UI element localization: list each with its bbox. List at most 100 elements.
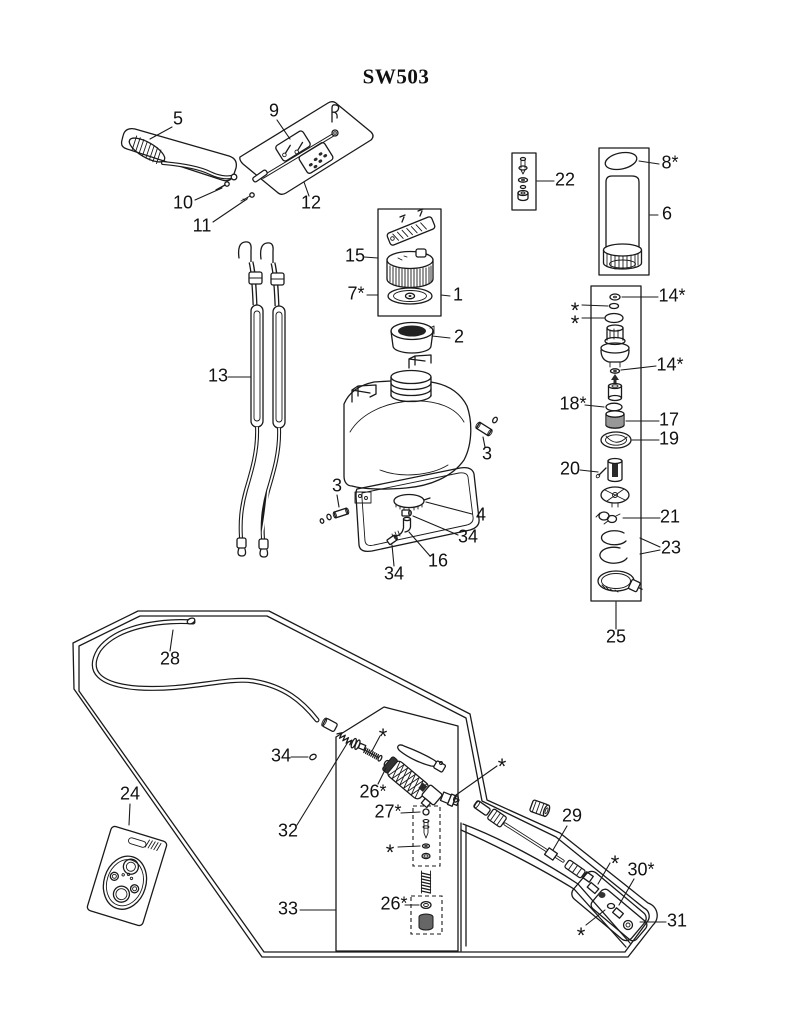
hose-clamp — [597, 570, 643, 593]
strap-mount-right — [408, 354, 432, 369]
mount-plate-12 — [239, 101, 374, 195]
callout-part-34-b: 34 — [383, 563, 405, 584]
valve-spring — [420, 870, 432, 894]
r-clip-pin — [331, 104, 340, 123]
fastener-box-9 — [275, 130, 311, 162]
valve-parts-dashed-box-27 — [412, 805, 441, 867]
callout-part-29: 29 — [561, 805, 583, 826]
suction-hose — [91, 617, 338, 732]
callout-part-34-a: 34 — [457, 526, 479, 547]
leader-lines — [128, 119, 667, 926]
callout-part-18-star: 18* — [559, 393, 587, 414]
oring-small — [608, 302, 620, 310]
callout-part-9: 9 — [268, 100, 280, 121]
callout-part-5: 5 — [172, 108, 184, 129]
pump-head-box-15 — [377, 208, 442, 317]
nozzle-kit-card — [86, 825, 168, 927]
nozzle-tray-inner — [590, 888, 648, 942]
bottom-panel-outline — [72, 610, 658, 958]
hose-oring-34 — [309, 753, 317, 761]
callout-part-7-star: 7* — [347, 283, 365, 304]
tank — [343, 354, 472, 490]
callout-part-25: 25 — [605, 626, 627, 647]
callout-part-24: 24 — [119, 783, 141, 804]
trigger-valve-body — [418, 782, 443, 809]
cylinder-box-6 — [598, 147, 650, 276]
callout-asterisk-e: * — [610, 851, 620, 877]
callout-part-3-left: 3 — [331, 475, 343, 496]
callout-part-17: 17 — [658, 409, 680, 430]
callout-part-2: 2 — [453, 326, 465, 347]
shoulder-strap-left — [236, 241, 264, 557]
fitting-3-right — [475, 416, 498, 437]
callout-part-1: 1 — [452, 284, 464, 305]
pump-valve-assembly — [600, 324, 630, 368]
nozzle-parts — [586, 881, 634, 931]
pump-base-cap-4 — [393, 493, 431, 511]
callout-part-28: 28 — [159, 648, 181, 669]
callout-part-10: 10 — [172, 192, 194, 213]
orientation-arrow — [611, 374, 619, 383]
oring-large — [604, 312, 624, 324]
hole-plate — [298, 142, 334, 174]
barb-fitting-32 — [336, 732, 367, 751]
spray-wand — [473, 800, 594, 883]
c-rings-23 — [599, 530, 628, 564]
threaded-shaft — [363, 747, 383, 762]
callout-part-14-star-a: 14* — [658, 285, 686, 306]
outlet-nut-34-upper — [401, 509, 412, 517]
fitting-3-left — [319, 507, 350, 524]
diagram-title: SW503 — [362, 64, 430, 89]
callout-asterisk-a: * — [570, 298, 580, 324]
callout-part-32: 32 — [277, 820, 299, 841]
callout-part-14-star-b: 14* — [656, 354, 684, 375]
knurled-pump-cap — [386, 248, 434, 289]
callout-part-33: 33 — [277, 898, 299, 919]
strainer-funnel-2 — [390, 321, 435, 354]
valve-kit-box-22 — [511, 152, 537, 211]
cap-parts-dashed-box-26 — [410, 895, 443, 935]
callout-part-16: 16 — [427, 550, 449, 571]
callout-part-12: 12 — [300, 192, 322, 213]
callout-part-31: 31 — [666, 910, 688, 931]
callout-asterisk-g: * — [378, 724, 388, 750]
bracket-screws — [399, 208, 424, 223]
callout-part-23: 23 — [660, 537, 682, 558]
callout-part-21: 21 — [659, 506, 681, 527]
head-bracket — [386, 216, 436, 246]
shoulder-strap-right — [258, 242, 286, 558]
nozzle-tray — [571, 870, 647, 942]
cross-ring — [600, 486, 630, 508]
knurled-nut-17 — [605, 410, 625, 429]
callout-part-26-star-b: 26* — [380, 893, 408, 914]
callout-part-3-right: 3 — [481, 443, 493, 464]
diaphragm-ring-19 — [600, 431, 632, 449]
callout-asterisk-f: * — [576, 923, 586, 949]
clamp-21 — [595, 511, 621, 525]
callout-asterisk-d: * — [497, 754, 507, 780]
washer-14-top — [609, 293, 621, 301]
stack-fitting — [607, 382, 623, 402]
callout-part-26-star-a: 26* — [359, 781, 387, 802]
callout-part-30-star: 30* — [627, 859, 655, 880]
cap-disc-7-1 — [387, 287, 433, 305]
callout-part-4: 4 — [475, 504, 487, 525]
handle-clip-11 — [240, 192, 255, 202]
callout-part-19: 19 — [658, 428, 680, 449]
callout-part-6: 6 — [661, 203, 673, 224]
callout-part-20: 20 — [559, 458, 581, 479]
callout-part-15: 15 — [344, 245, 366, 266]
washer-14-mid — [609, 368, 621, 374]
callout-part-11: 11 — [192, 215, 212, 236]
strap-mount-left — [351, 384, 377, 403]
plunger-20 — [595, 457, 623, 483]
outlet-nut-34-lower — [386, 534, 398, 546]
callout-part-22: 22 — [554, 169, 576, 190]
outlet-oring — [452, 795, 460, 803]
tank-frame — [354, 466, 480, 553]
pump-handle-grip — [120, 128, 238, 182]
cap-nut — [529, 799, 551, 818]
oring-18 — [605, 402, 623, 412]
